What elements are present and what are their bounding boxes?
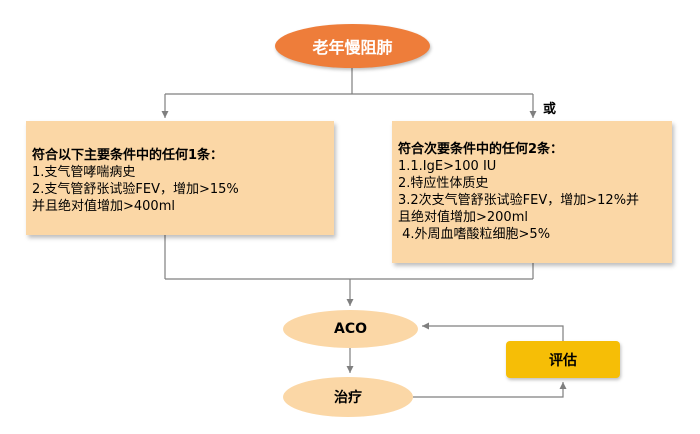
evaluation-node: 评估 <box>506 341 620 378</box>
aco-label: ACO <box>333 321 367 337</box>
treatment-label: 治疗 <box>334 390 362 406</box>
connector-evaluation-to-aco <box>422 322 564 341</box>
connector-treatment-to-evaluation <box>413 382 567 398</box>
title-label: 老年慢阻肺 <box>312 38 393 57</box>
title-node: 老年慢阻肺 <box>275 24 430 68</box>
minor-criteria-item: 1.1.IgE>100 IU <box>398 159 497 174</box>
minor-criteria-panel: 符合次要条件中的任何2条： 1.1.IgE>100 IU 2.特应性体质史 3.… <box>392 121 672 263</box>
major-criteria-panel: 符合以下主要条件中的任何1条： 1.支气管哮喘病史 2.支气管舒张试验FEV，增… <box>26 121 334 235</box>
minor-criteria-item: 3.2次支气管舒张试验FEV，增加>12%并 <box>398 193 640 208</box>
minor-criteria-item: 且绝对值增加>200ml <box>398 210 528 225</box>
treatment-node: 治疗 <box>283 377 413 417</box>
minor-criteria-item: 4.外周血嗜酸粒细胞>5% <box>398 227 551 242</box>
minor-criteria-item: 2.特应性体质史 <box>398 176 489 191</box>
evaluation-label: 评估 <box>549 352 577 369</box>
major-criteria-heading: 符合以下主要条件中的任何1条： <box>32 148 224 163</box>
major-criteria-item: 并且绝对值增加>400ml <box>32 199 175 214</box>
minor-criteria-heading: 符合次要条件中的任何2条： <box>398 142 564 157</box>
aco-node: ACO <box>283 310 418 348</box>
major-criteria-item: 2.支气管舒张试验FEV，增加>15% <box>32 182 239 197</box>
or-label: 或 <box>543 102 557 117</box>
major-criteria-item: 1.支气管哮喘病史 <box>32 165 136 180</box>
